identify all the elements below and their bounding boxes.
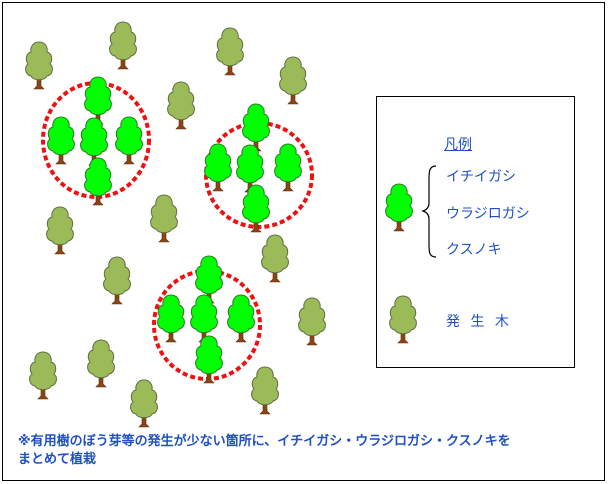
- legend-volunteer-label: 発 生 木: [446, 314, 512, 330]
- legend-species-ichiigashi: イチイガシ: [446, 169, 516, 185]
- legend-title: 凡例: [444, 137, 472, 153]
- legend-species-urajirogashi: ウラジロガシ: [446, 206, 530, 222]
- legend-species-kusunoki: クスノキ: [446, 242, 502, 258]
- planted-tree-icon: [385, 183, 413, 232]
- planting-note: ※有用樹のぼう芽等の発生が少ない箇所に、イチイガシ・ウラジロガシ・クスノキを ま…: [18, 433, 593, 469]
- volunteer-tree-icon: [389, 295, 417, 344]
- planting-note-line-1: ※有用樹のぼう芽等の発生が少ない箇所に、イチイガシ・ウラジロガシ・クスノキを: [18, 434, 511, 449]
- planting-note-line-2: まとめて植栽: [18, 452, 97, 467]
- legend-bracket: [421, 165, 437, 258]
